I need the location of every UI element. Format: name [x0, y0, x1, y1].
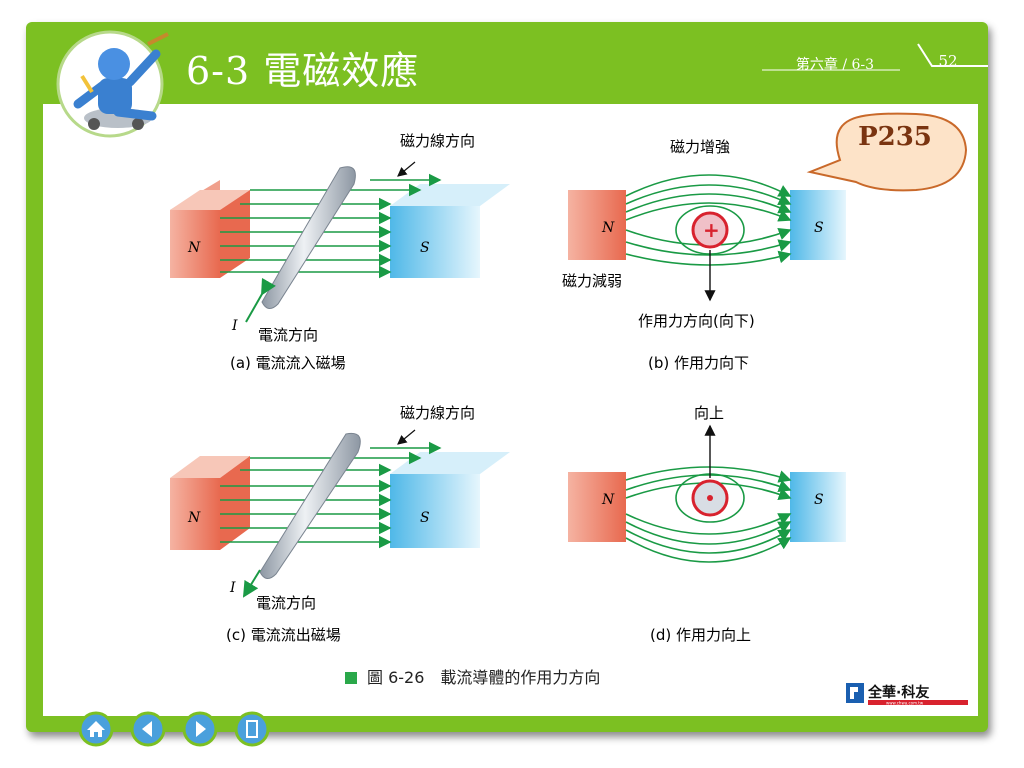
svg-text:全華·科友: 全華·科友: [867, 684, 929, 701]
south-label-b: S: [814, 220, 824, 236]
force-direction-label-b: 作用力方向(向下): [638, 312, 755, 330]
panel-b: + N S 磁力增強 磁力減弱 作用力方向(向下) (b) 作用力向下: [562, 138, 846, 372]
south-label-d: S: [814, 492, 824, 508]
current-symbol-a: I: [231, 318, 238, 334]
south-pole-c: [390, 474, 480, 548]
north-label-d: N: [601, 492, 615, 508]
chapter-tab: [700, 42, 988, 104]
current-in-symbol: +: [703, 218, 720, 242]
caption-c: (c) 電流流出磁場: [226, 626, 341, 644]
panel-d: N S 向上 (d) 作用力向上: [568, 404, 846, 644]
mascot-illustration: [56, 30, 169, 138]
page-number: 52: [938, 52, 958, 70]
figure-caption: 圖 6-26 載流導體的作用力方向: [345, 664, 600, 688]
panel-c: N S 磁力線方向 I 電流方向 (c) 電流流出磁場: [170, 404, 510, 644]
south-pole-a: [390, 206, 480, 278]
publisher-logo: 全華·科友 www.chwa.com.tw: [846, 683, 968, 706]
field-lines-b: [625, 174, 792, 266]
page-title: 6-3 電磁效應: [186, 49, 420, 93]
south-label-a: S: [420, 240, 430, 256]
exit-button[interactable]: [234, 711, 270, 747]
north-pole-c: [170, 478, 220, 550]
caption-d: (d) 作用力向上: [650, 626, 751, 644]
north-pole-d: [568, 472, 626, 542]
field-strengthened-label: 磁力增強: [670, 138, 730, 156]
north-label-b: N: [601, 220, 615, 236]
current-direction-label-a: 電流方向: [258, 326, 318, 344]
current-symbol-c: I: [229, 580, 236, 596]
north-label-c: N: [187, 510, 201, 526]
north-label-a: N: [187, 240, 201, 256]
next-button[interactable]: [182, 711, 218, 747]
previous-icon: [130, 711, 166, 747]
current-out-symbol: [707, 495, 713, 501]
conductor-b: [691, 211, 729, 249]
home-icon: [78, 711, 114, 747]
caption-b: (b) 作用力向下: [648, 354, 749, 372]
panel-a: N S 磁力線方向 I 電流方向 (a) 電流流入磁場: [170, 132, 510, 372]
south-label-c: S: [420, 510, 430, 526]
conductor-a: [261, 166, 356, 309]
svg-text:www.chwa.com.tw: www.chwa.com.tw: [886, 701, 924, 706]
current-direction-label-c: 電流方向: [256, 594, 316, 612]
previous-button[interactable]: [130, 711, 166, 747]
next-icon: [182, 711, 218, 747]
force-on-conductor-diagram: N S 磁力線方向 I 電流方向 (a) 電流流入磁場 + N S 磁力增強 磁…: [170, 132, 846, 644]
exit-icon: [234, 711, 270, 747]
figure-caption-text: 圖 6-26 載流導體的作用力方向: [367, 668, 601, 687]
south-pole-d: [790, 472, 846, 542]
force-up-label: 向上: [694, 404, 724, 422]
field-weakened-label: 磁力減弱: [562, 272, 622, 290]
home-button[interactable]: [78, 711, 114, 747]
caption-marker: [345, 672, 357, 684]
north-pole-b: [568, 190, 626, 260]
south-pole-b: [790, 190, 846, 260]
page-reference-bubble: [806, 112, 968, 192]
page-reference-text[interactable]: P235: [858, 122, 932, 152]
field-direction-label-a: 磁力線方向: [400, 132, 475, 150]
conductor-c: [259, 432, 361, 579]
caption-a: (a) 電流流入磁場: [230, 354, 346, 372]
north-pole-a: [170, 210, 220, 278]
chapter-label: 第六章 / 6-3: [795, 57, 875, 73]
field-direction-label-c: 磁力線方向: [400, 404, 475, 422]
